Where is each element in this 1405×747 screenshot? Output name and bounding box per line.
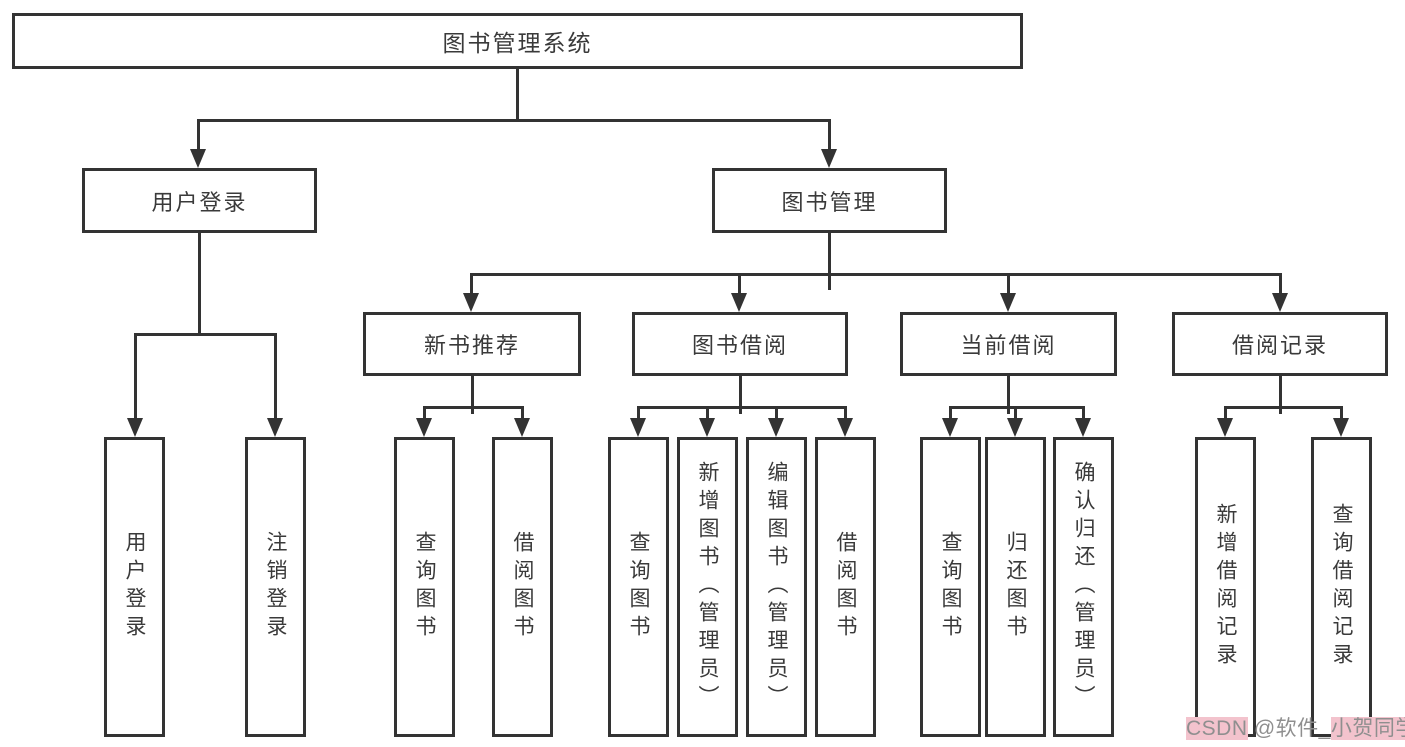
connector-stem [471, 376, 474, 414]
connector-drop [738, 276, 741, 294]
node-root-label: 图书管理系统 [442, 30, 593, 56]
connector-drop [1224, 409, 1227, 419]
connector-drop [1279, 276, 1282, 294]
leaf-confirm-return-admin: 确认归还（管理员） [1053, 437, 1114, 737]
leaf-label: 查询借阅记录 [1330, 503, 1353, 671]
connector-bar [949, 406, 1085, 409]
connector-bar [423, 406, 524, 409]
connector-drop [470, 276, 473, 294]
connector-stem [1007, 376, 1010, 414]
leaf-label: 借阅图书 [834, 531, 857, 643]
connector-drop [637, 409, 640, 419]
connector-bar [134, 333, 277, 336]
arrowhead-down-icon [1272, 293, 1288, 312]
connector-stem [828, 232, 831, 290]
connector-drop [775, 409, 778, 419]
leaf-label: 归还图书 [1004, 531, 1027, 643]
leaf-label: 新增图书（管理员） [696, 461, 719, 713]
arrowhead-down-icon [821, 149, 837, 168]
node-root: 图书管理系统 [12, 13, 1023, 69]
arrowhead-down-icon [514, 418, 530, 437]
connector-drop [1082, 409, 1085, 419]
arrowhead-down-icon [630, 418, 646, 437]
leaf-query-book-1: 查询图书 [394, 437, 455, 737]
leaf-user-login: 用户登录 [104, 437, 165, 737]
watermark-segment: @软件_ [1247, 717, 1331, 740]
csdn-watermark: CSDN @软件_小贺同学 [1186, 712, 1405, 742]
leaf-borrow-book-2: 借阅图书 [815, 437, 876, 737]
arrowhead-down-icon [127, 418, 143, 437]
arrowhead-down-icon [1000, 293, 1016, 312]
node-user-login: 用户登录 [82, 168, 317, 233]
node-new-book-recommend: 新书推荐 [363, 312, 581, 376]
leaf-query-book-3: 查询图书 [920, 437, 981, 737]
arrowhead-down-icon [942, 418, 958, 437]
connector-stem [198, 233, 201, 335]
connector-drop [706, 409, 709, 419]
node-label: 当前借阅 [960, 333, 1057, 358]
connector-drop [844, 409, 847, 419]
arrowhead-down-icon [463, 293, 479, 312]
arrowhead-down-icon [837, 418, 853, 437]
connector-drop [521, 409, 524, 419]
connector-bar [1224, 406, 1343, 409]
node-book-borrow: 图书借阅 [632, 312, 848, 376]
leaf-return-book: 归还图书 [985, 437, 1046, 737]
arrowhead-down-icon [416, 418, 432, 437]
leaf-add-book-admin: 新增图书（管理员） [677, 437, 738, 737]
arrowhead-down-icon [1333, 418, 1349, 437]
watermark-segment: 小贺同学 [1330, 717, 1405, 740]
arrowhead-down-icon [190, 149, 206, 168]
leaf-label: 注销登录 [264, 531, 287, 643]
connector-root-bar [197, 119, 831, 122]
leaf-add-borrow-record: 新增借阅记录 [1195, 437, 1256, 737]
leaf-logout: 注销登录 [245, 437, 306, 737]
arrowhead-down-icon [1217, 418, 1233, 437]
arrowhead-down-icon [699, 418, 715, 437]
node-label: 新书推荐 [423, 333, 520, 358]
connector-bar [637, 406, 847, 409]
connector-drop [197, 122, 200, 150]
node-label: 图书借阅 [691, 333, 788, 358]
leaf-query-book-2: 查询图书 [608, 437, 669, 737]
leaf-label: 借阅图书 [511, 531, 534, 643]
connector-drop [274, 336, 277, 419]
connector-stem [739, 376, 742, 414]
leaf-label: 确认归还（管理员） [1072, 461, 1095, 713]
arrowhead-down-icon [768, 418, 784, 437]
watermark-segment: CSDN [1186, 717, 1248, 740]
leaf-borrow-book-1: 借阅图书 [492, 437, 553, 737]
arrowhead-down-icon [1075, 418, 1091, 437]
leaf-label: 查询图书 [413, 531, 436, 643]
leaf-label: 编辑图书（管理员） [765, 461, 788, 713]
node-borrow-record: 借阅记录 [1172, 312, 1388, 376]
connector-drop [949, 409, 952, 419]
arrowhead-down-icon [731, 293, 747, 312]
node-label: 借阅记录 [1231, 333, 1328, 358]
connector-stem [1279, 376, 1282, 414]
leaf-label: 查询图书 [939, 531, 962, 643]
connector-drop [423, 409, 426, 419]
connector-drop [1007, 276, 1010, 294]
connector-bar [470, 273, 1282, 276]
connector-drop [1340, 409, 1343, 419]
connector-drop [1014, 409, 1017, 419]
leaf-label: 用户登录 [123, 531, 146, 643]
connector-root-stem [516, 69, 519, 122]
leaf-edit-book-admin: 编辑图书（管理员） [746, 437, 807, 737]
node-book-management: 图书管理 [712, 168, 947, 233]
arrowhead-down-icon [1007, 418, 1023, 437]
node-current-borrow: 当前借阅 [900, 312, 1117, 376]
connector-drop [828, 122, 831, 150]
leaf-label: 查询图书 [627, 531, 650, 643]
leaf-query-borrow-record: 查询借阅记录 [1311, 437, 1372, 737]
node-label: 用户登录 [151, 189, 248, 215]
leaf-label: 新增借阅记录 [1214, 503, 1237, 671]
node-label: 图书管理 [781, 189, 878, 215]
connector-drop [134, 336, 137, 419]
arrowhead-down-icon [267, 418, 283, 437]
